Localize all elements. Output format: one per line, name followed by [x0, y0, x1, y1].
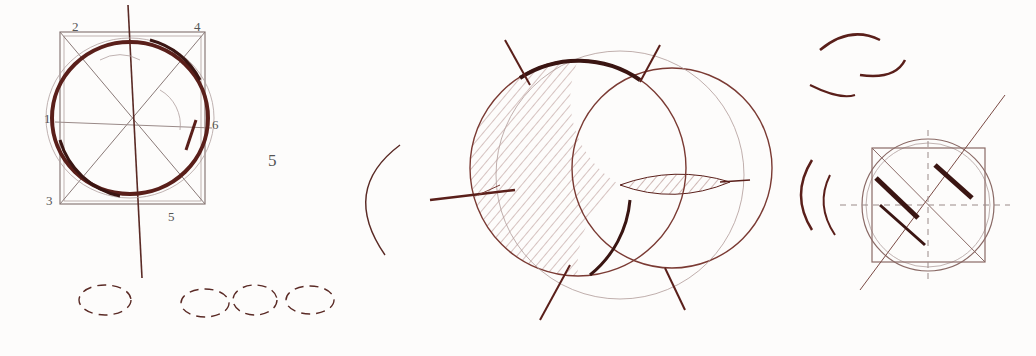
callout-number: 2	[72, 20, 79, 33]
single-arc	[366, 145, 400, 255]
callout-number: 3	[46, 194, 53, 207]
callout-number: 5	[168, 210, 175, 223]
callout-number: 1	[44, 112, 51, 125]
callout-number: 4	[194, 20, 201, 33]
callout-number: 6	[212, 118, 219, 131]
callout-number: 5	[268, 152, 277, 169]
dashed-ovals	[79, 285, 334, 317]
overlapping-circles	[430, 40, 772, 320]
square-in-circle	[801, 34, 1010, 290]
circle-in-square	[46, 5, 214, 278]
